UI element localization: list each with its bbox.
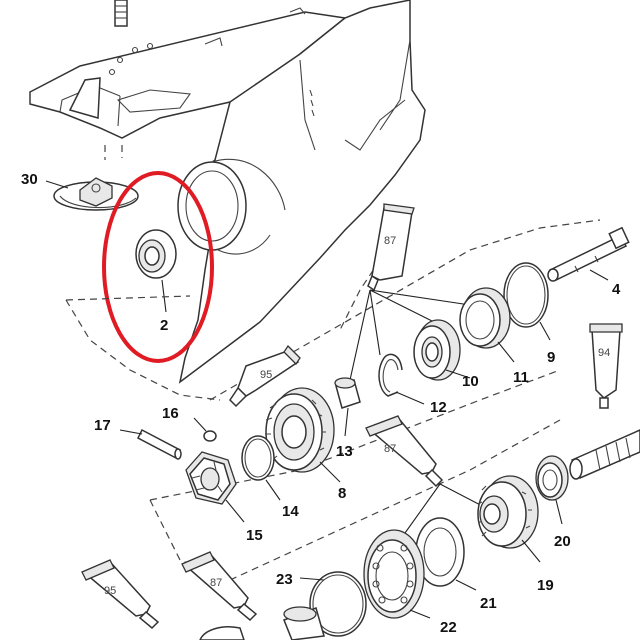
callout-21: 21	[480, 595, 497, 612]
callout-19: 19	[537, 577, 554, 594]
callout-12: 12	[430, 399, 447, 416]
part-9-oring	[503, 262, 551, 341]
callout-2: 2	[160, 317, 168, 334]
tube-87-upper	[367, 203, 415, 292]
red-highlight-circle	[102, 171, 214, 363]
tube-label-95-bottom: 95	[104, 585, 116, 597]
tube-label-87-upper: 87	[384, 235, 396, 247]
callout-10: 10	[462, 373, 479, 390]
callout-16: 16	[162, 405, 179, 422]
part-20-race	[535, 455, 569, 525]
part-23-oring	[299, 571, 367, 637]
part-14-oring	[241, 435, 281, 501]
callout-4: 4	[612, 281, 621, 298]
tube-87-middle	[365, 415, 444, 488]
gearcase-housing	[29, 0, 426, 384]
callout-9: 9	[547, 349, 555, 366]
callout-22: 22	[440, 619, 457, 636]
part-21-washer	[415, 517, 477, 591]
callout-13: 13	[336, 443, 353, 460]
tube-label-87-bottom: 87	[210, 577, 222, 589]
callout-15: 15	[246, 527, 263, 544]
tube-95-middle	[229, 344, 301, 408]
tube-label-87-middle: 87	[384, 443, 396, 455]
bottom-partial-part	[199, 626, 245, 640]
part-13-bushing	[334, 377, 361, 437]
tube-label-94: 94	[598, 347, 610, 359]
tube-87-bottom	[181, 551, 258, 622]
callout-23: 23	[276, 571, 293, 588]
tube-95-bottom	[81, 559, 160, 630]
part-4-shaft	[547, 226, 630, 282]
part-8-gear	[265, 387, 341, 483]
part-22-roller-bearing	[363, 529, 431, 619]
tube-94-right	[589, 323, 623, 409]
part-2-seal	[135, 229, 177, 313]
callout-11: 11	[513, 369, 529, 386]
bottom-bushing	[283, 606, 325, 640]
part-19-reverse-gear	[477, 475, 541, 563]
part-11-bearing-cup	[459, 287, 515, 363]
callout-17: 17	[94, 417, 111, 434]
part-15-clutch	[185, 451, 245, 523]
callout-20: 20	[554, 533, 571, 550]
callout-14: 14	[282, 503, 299, 520]
part-17-pin	[119, 428, 182, 460]
propeller-shaft	[569, 429, 640, 480]
part-10-roller-bearing	[413, 319, 471, 381]
part-16-ball	[193, 417, 217, 442]
tube-label-95-middle: 95	[260, 369, 272, 381]
callout-30: 30	[21, 171, 38, 188]
top-bolt	[114, 0, 128, 27]
part-12-snap-ring	[378, 353, 425, 405]
callout-8: 8	[338, 485, 346, 502]
